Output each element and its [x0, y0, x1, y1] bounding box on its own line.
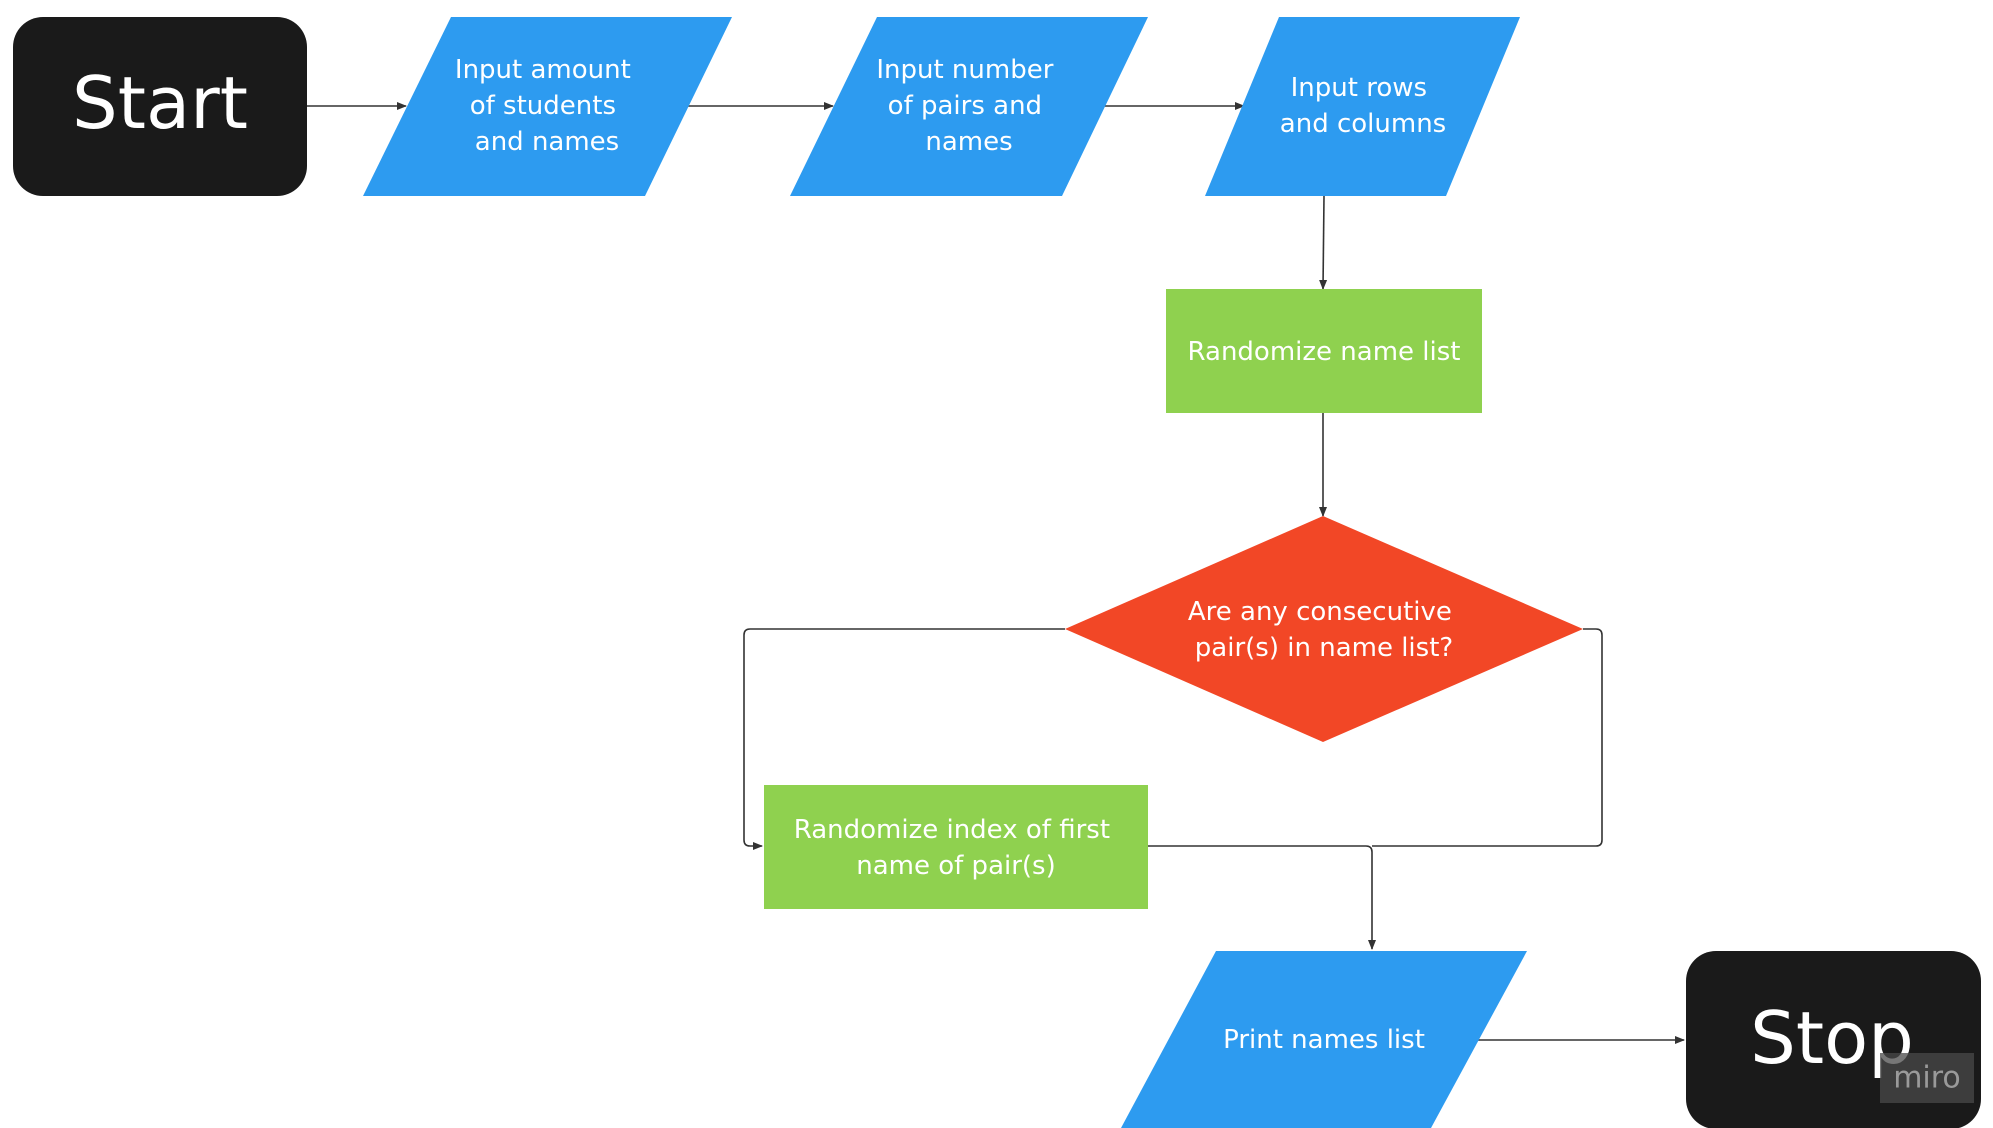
randomize-index-node[interactable]: Randomize index of first name of pair(s): [764, 785, 1148, 909]
input-students-shape: [363, 17, 732, 196]
randomize-list-node[interactable]: Randomize name list: [1166, 289, 1482, 413]
input-rows-label: Input rows and columns: [1280, 73, 1446, 139]
miro-logo-text: miro: [1893, 1061, 1961, 1096]
connectors: [307, 102, 1685, 1044]
input-rows-shape: [1205, 17, 1520, 196]
connector-input-rows-to-randomize-list: [1319, 195, 1328, 290]
randomize-list-label: Randomize name list: [1188, 337, 1461, 367]
start-shape: [13, 17, 307, 196]
randomize-index-shape: [764, 785, 1148, 909]
connector-merge-to-print-list: [1365, 845, 1376, 950]
miro-watermark: miro: [1880, 1053, 1974, 1103]
connector-decision-no-to-merge: [1372, 628, 1603, 847]
randomize-list-shape: [1166, 289, 1482, 413]
start-terminal[interactable]: Start: [13, 17, 307, 196]
connector-decision-yes-to-randomize-index: [743, 628, 1065, 850]
miro-watermark-background: [1880, 1053, 1974, 1103]
input-pairs-node[interactable]: Input number of pairs and names: [790, 17, 1148, 196]
decision-label: Are any consecutive pair(s) in name list…: [1188, 597, 1460, 663]
decision-shape: [1065, 516, 1583, 742]
input-rows-node[interactable]: Input rows and columns: [1205, 17, 1520, 196]
decision-node[interactable]: Are any consecutive pair(s) in name list…: [1065, 516, 1583, 742]
input-pairs-shape: [790, 17, 1148, 196]
start-label: Start: [72, 61, 248, 145]
input-students-node[interactable]: Input amount of students and names: [363, 17, 732, 196]
input-students-label: Input amount of students and names: [455, 55, 639, 157]
print-list-node[interactable]: Print names list: [1121, 951, 1527, 1128]
print-list-shape: [1121, 951, 1527, 1128]
input-pairs-label: Input number of pairs and names: [876, 55, 1061, 157]
randomize-index-label: Randomize index of first name of pair(s): [794, 815, 1119, 881]
print-list-label: Print names list: [1223, 1025, 1425, 1055]
